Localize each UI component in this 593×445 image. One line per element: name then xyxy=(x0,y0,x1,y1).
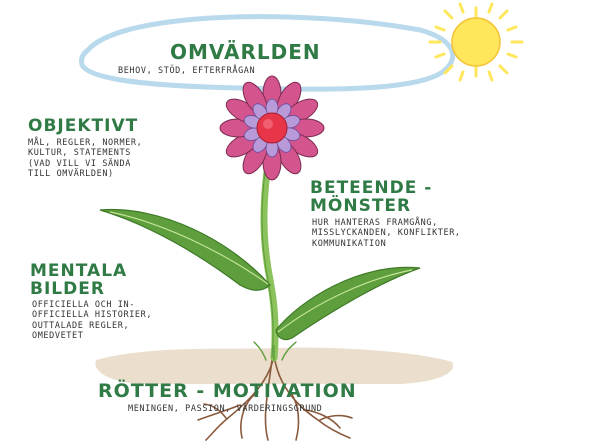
stem xyxy=(260,146,279,362)
omvarlden-heading: OMVÄRLDEN xyxy=(170,40,321,64)
grass xyxy=(253,341,297,361)
objektivt-text: MÅL, REGLER, NORMER, KULTUR, STATEMENTS … xyxy=(28,138,142,179)
beteende-heading-line2: MÖNSTER xyxy=(310,196,412,216)
mentala-text: OFFICIELLA OCH IN- OFFICIELLA HISTORIER,… xyxy=(32,300,152,341)
mentala-heading-line2: BILDER xyxy=(30,279,105,299)
right-leaf xyxy=(275,266,421,341)
roots xyxy=(197,354,353,441)
left-leaf xyxy=(99,208,271,291)
sun-icon xyxy=(428,2,524,82)
beteende-line: MISSLYCKANDEN, KONFLIKTER, xyxy=(312,228,461,239)
omvarlden-subtitle: BEHOV, STÖD, EFTERFRÅGAN xyxy=(118,66,256,76)
beteende-heading-line1: BETEENDE - xyxy=(310,178,433,198)
mentala-heading-line1: MENTALA xyxy=(30,261,128,281)
flower-head xyxy=(219,75,325,181)
mentala-line: OFFICIELLA HISTORIER, xyxy=(32,310,153,321)
sky-arc xyxy=(79,14,456,92)
mentala-line: OMEDVETET xyxy=(32,331,84,342)
rotter-heading: RÖTTER - MOTIVATION xyxy=(98,380,357,402)
rotter-subtitle: MENINGEN, PASSION, VÄRDERINGSGRUND xyxy=(128,404,323,414)
beteende-line: HUR HANTERAS FRAMGÅNG, xyxy=(312,218,438,228)
objektivt-line: (VAD VILL VI SÄNDA xyxy=(28,158,131,169)
mentala-line: OFFICIELLA OCH IN- xyxy=(32,300,135,310)
mentala-line: OUTTALADE REGLER, xyxy=(32,320,130,331)
beteende-line: KOMMUNIKATION xyxy=(312,238,387,249)
objektivt-line: MÅL, REGLER, NORMER, xyxy=(28,138,143,148)
beteende-text: HUR HANTERAS FRAMGÅNG, MISSLYCKANDEN, KO… xyxy=(312,218,461,249)
objektivt-heading: OBJEKTIVT xyxy=(28,116,139,136)
soil xyxy=(95,347,454,384)
objektivt-line: KULTUR, STATEMENTS xyxy=(28,148,131,159)
objektivt-line: TILL OMVÄRLDEN) xyxy=(28,169,114,180)
